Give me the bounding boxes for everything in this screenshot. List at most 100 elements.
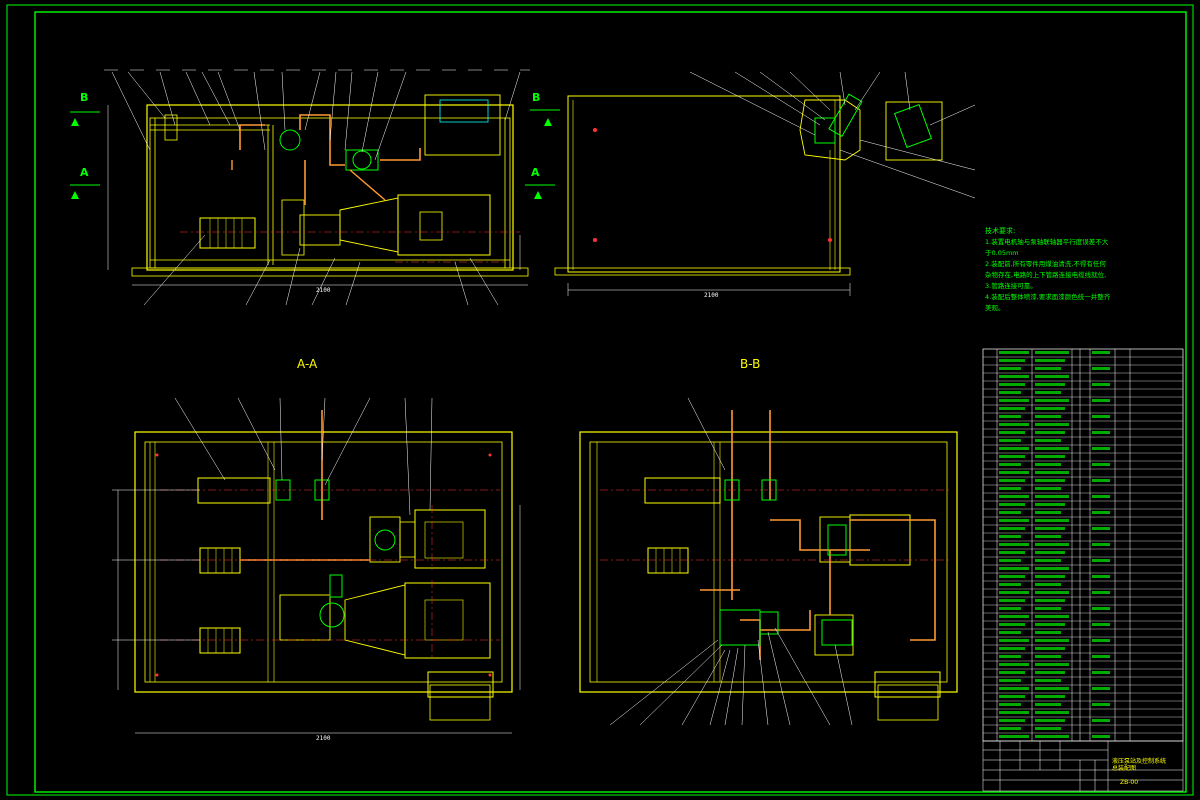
parts-cell-mark bbox=[999, 399, 1029, 402]
side-width-dimension: 2100 bbox=[704, 292, 719, 299]
parts-cell-mark bbox=[1035, 375, 1069, 378]
parts-cell-mark bbox=[999, 631, 1021, 634]
parts-cell-mark bbox=[999, 607, 1021, 610]
parts-cell-mark bbox=[1092, 383, 1110, 386]
parts-cell-mark bbox=[999, 367, 1021, 370]
parts-cell-mark bbox=[1092, 735, 1110, 738]
parts-cell-mark bbox=[1035, 719, 1065, 722]
parts-cell-mark bbox=[999, 591, 1029, 594]
section-marker-b-right: B bbox=[532, 91, 541, 104]
parts-cell-mark bbox=[1092, 623, 1110, 626]
parts-cell-mark bbox=[999, 559, 1021, 562]
parts-cell-mark bbox=[1092, 575, 1110, 578]
parts-cell-mark bbox=[999, 711, 1029, 714]
parts-cell-mark bbox=[1035, 679, 1061, 682]
parts-cell-mark bbox=[999, 439, 1021, 442]
parts-cell-mark bbox=[1035, 575, 1065, 578]
parts-cell-mark bbox=[1035, 735, 1069, 738]
parts-cell-mark bbox=[999, 391, 1021, 394]
parts-cell-mark bbox=[999, 359, 1025, 362]
parts-cell-mark bbox=[999, 735, 1029, 738]
section-b-view bbox=[579, 397, 958, 726]
parts-cell-mark bbox=[1035, 655, 1061, 658]
parts-cell-mark bbox=[999, 695, 1025, 698]
parts-cell-mark bbox=[1035, 463, 1061, 466]
parts-cell-mark bbox=[999, 727, 1021, 730]
parts-cell-mark bbox=[1035, 391, 1061, 394]
parts-cell-mark bbox=[1035, 423, 1069, 426]
side-view bbox=[554, 71, 976, 296]
parts-cell-mark bbox=[1035, 511, 1061, 514]
parts-cell-mark bbox=[999, 647, 1025, 650]
parts-cell-mark bbox=[999, 511, 1021, 514]
parts-cell-mark bbox=[1035, 559, 1061, 562]
parts-cell-mark bbox=[1092, 351, 1110, 354]
sheet-inner-border bbox=[34, 11, 1187, 793]
parts-cell-mark bbox=[999, 551, 1025, 554]
note-line: 2.装配前,所有零件用煤油清洗,不得有任何 bbox=[985, 260, 1106, 268]
parts-cell-mark bbox=[1092, 719, 1110, 722]
parts-cell-mark bbox=[1092, 431, 1110, 434]
section-b-title: B-B bbox=[740, 357, 761, 371]
parts-cell-mark bbox=[1035, 415, 1061, 418]
parts-cell-mark bbox=[1035, 711, 1069, 714]
parts-cell-mark bbox=[1035, 519, 1069, 522]
section-a-view bbox=[112, 397, 521, 734]
parts-cell-mark bbox=[1035, 663, 1069, 666]
parts-cell-mark bbox=[999, 455, 1025, 458]
sheet-outer-border bbox=[6, 4, 1194, 796]
section-markers-front bbox=[70, 109, 560, 199]
parts-cell-mark bbox=[999, 527, 1025, 530]
parts-cell-mark bbox=[1035, 431, 1065, 434]
parts-cell-mark bbox=[1092, 511, 1110, 514]
section-marker-b-left: B bbox=[80, 91, 89, 104]
parts-cell-mark bbox=[1035, 455, 1065, 458]
parts-cell-mark bbox=[1035, 495, 1069, 498]
parts-cell-mark bbox=[999, 519, 1029, 522]
parts-cell-mark bbox=[1035, 399, 1069, 402]
parts-cell-mark bbox=[1035, 503, 1065, 506]
parts-cell-mark bbox=[999, 655, 1021, 658]
parts-cell-mark bbox=[999, 495, 1029, 498]
parts-cell-mark bbox=[999, 575, 1025, 578]
parts-cell-mark bbox=[1035, 639, 1069, 642]
parts-cell-mark bbox=[1092, 399, 1110, 402]
parts-cell-mark bbox=[1035, 623, 1065, 626]
parts-cell-mark bbox=[1092, 607, 1110, 610]
parts-cell-mark bbox=[999, 463, 1021, 466]
note-line: 3.管路连接可靠。 bbox=[985, 282, 1037, 290]
note-line: 4.装配后整体喷漆,要求面漆颜色统一并整齐 bbox=[985, 293, 1111, 301]
parts-cell-mark bbox=[1035, 599, 1065, 602]
parts-cell-mark bbox=[1092, 415, 1110, 418]
parts-cell-mark bbox=[1035, 479, 1065, 482]
parts-cell-mark bbox=[1035, 543, 1069, 546]
parts-cell-mark bbox=[999, 431, 1025, 434]
parts-cell-mark bbox=[999, 351, 1029, 354]
parts-cell-mark bbox=[1035, 703, 1061, 706]
parts-cell-mark bbox=[999, 479, 1025, 482]
note-line: 于0.05mm bbox=[985, 249, 1019, 257]
parts-cell-mark bbox=[1035, 687, 1069, 690]
parts-cell-mark bbox=[999, 599, 1025, 602]
parts-cell-mark bbox=[1092, 559, 1110, 562]
parts-cell-mark bbox=[1092, 447, 1110, 450]
parts-cell-mark bbox=[999, 375, 1029, 378]
title-block-name: 液压泵站及控制系统 bbox=[1112, 758, 1167, 765]
notes-heading: 技术要求: bbox=[985, 227, 1016, 235]
parts-cell-mark bbox=[1035, 591, 1069, 594]
front-view bbox=[104, 69, 530, 306]
parts-cell-mark bbox=[1035, 647, 1065, 650]
parts-cell-mark bbox=[1035, 631, 1061, 634]
parts-cell-mark bbox=[999, 503, 1025, 506]
parts-cell-mark bbox=[1035, 671, 1065, 674]
parts-cell-mark bbox=[1092, 671, 1110, 674]
section-marker-a-left: A bbox=[80, 166, 89, 179]
parts-cell-mark bbox=[1035, 535, 1061, 538]
parts-cell-mark bbox=[999, 639, 1029, 642]
parts-cell-mark bbox=[999, 687, 1029, 690]
parts-cell-mark bbox=[999, 663, 1029, 666]
parts-cell-mark bbox=[1092, 591, 1110, 594]
parts-cell-mark bbox=[999, 447, 1029, 450]
parts-cell-mark bbox=[1092, 655, 1110, 658]
note-line: 1.装置电机轴与泵轴联轴器平行度误差不大 bbox=[985, 238, 1109, 246]
